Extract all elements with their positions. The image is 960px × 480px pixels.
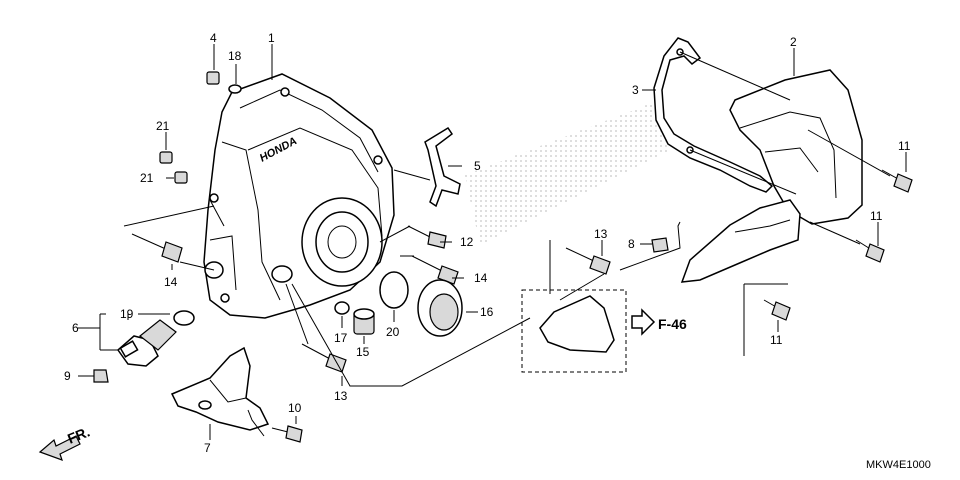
dowel-pin-21b (174, 171, 188, 184)
callout-16: 16 (480, 305, 494, 319)
reference-dashed-box (521, 289, 627, 373)
dowel-pin-4 (206, 71, 220, 85)
chain-guard-plate (653, 37, 774, 193)
callout-6: 6 (72, 321, 79, 335)
front-direction-label: FR. (65, 423, 92, 446)
callout-15: 15 (356, 345, 370, 359)
callout-14b: 14 (474, 271, 488, 285)
callout-10: 10 (288, 401, 302, 415)
o-ring-19 (173, 310, 195, 326)
callout-20: 20 (386, 325, 400, 339)
o-ring-17 (334, 301, 350, 315)
reference-arrow-icon (631, 308, 656, 336)
leader-lines (78, 44, 907, 440)
callout-21a: 21 (156, 119, 170, 133)
callout-11b: 11 (870, 209, 883, 223)
bolt-11c (763, 299, 791, 321)
clamp-bracket-5 (424, 126, 461, 208)
bolt-11b (855, 239, 885, 263)
o-ring-20 (379, 271, 409, 309)
hole-cap-16 (417, 279, 463, 337)
collar-8 (651, 237, 669, 253)
callout-2: 2 (790, 35, 797, 49)
phantom-dot-area (465, 100, 670, 245)
mount-bracket (539, 295, 615, 353)
callouts: 1 2 3 4 5 6 7 8 9 10 11 11 11 12 13 13 1… (64, 31, 911, 455)
callout-21b: 21 (140, 171, 154, 185)
speed-sensor-6 (116, 319, 177, 367)
left-crankcase-cover: HONDA (203, 73, 395, 319)
callout-18: 18 (228, 49, 242, 63)
bolt-10 (271, 425, 303, 443)
callout-17: 17 (334, 331, 348, 345)
callout-14a: 14 (164, 275, 178, 289)
callout-12: 12 (460, 235, 474, 249)
callout-3: 3 (632, 83, 639, 97)
bolt-11a (881, 169, 913, 193)
bolt-9 (78, 369, 109, 383)
callout-13a: 13 (334, 389, 348, 403)
callout-4: 4 (210, 31, 217, 45)
bolt-13b (565, 247, 611, 275)
callout-11c: 11 (770, 333, 783, 347)
dowel-pin-21a (159, 151, 173, 164)
bolt-14a (131, 233, 183, 263)
callout-13b: 13 (594, 227, 608, 241)
sensor-cover-bracket-7 (170, 346, 270, 431)
callout-7: 7 (204, 441, 211, 455)
callout-11a: 11 (898, 139, 911, 153)
front-direction-arrow-icon (38, 435, 81, 461)
bolt-14b (411, 255, 459, 285)
bolt-12 (407, 225, 447, 249)
callout-8: 8 (628, 237, 635, 251)
reference-label: F-46 (658, 316, 687, 332)
o-ring-18 (228, 84, 242, 94)
callout-9: 9 (64, 369, 71, 383)
diagram-code: MKW4E1000 (866, 459, 931, 471)
callout-5: 5 (474, 159, 481, 173)
callout-19: 19 (120, 307, 134, 321)
chain-guard-cover (680, 69, 863, 283)
cap-15 (353, 308, 375, 335)
callout-1: 1 (268, 31, 275, 45)
